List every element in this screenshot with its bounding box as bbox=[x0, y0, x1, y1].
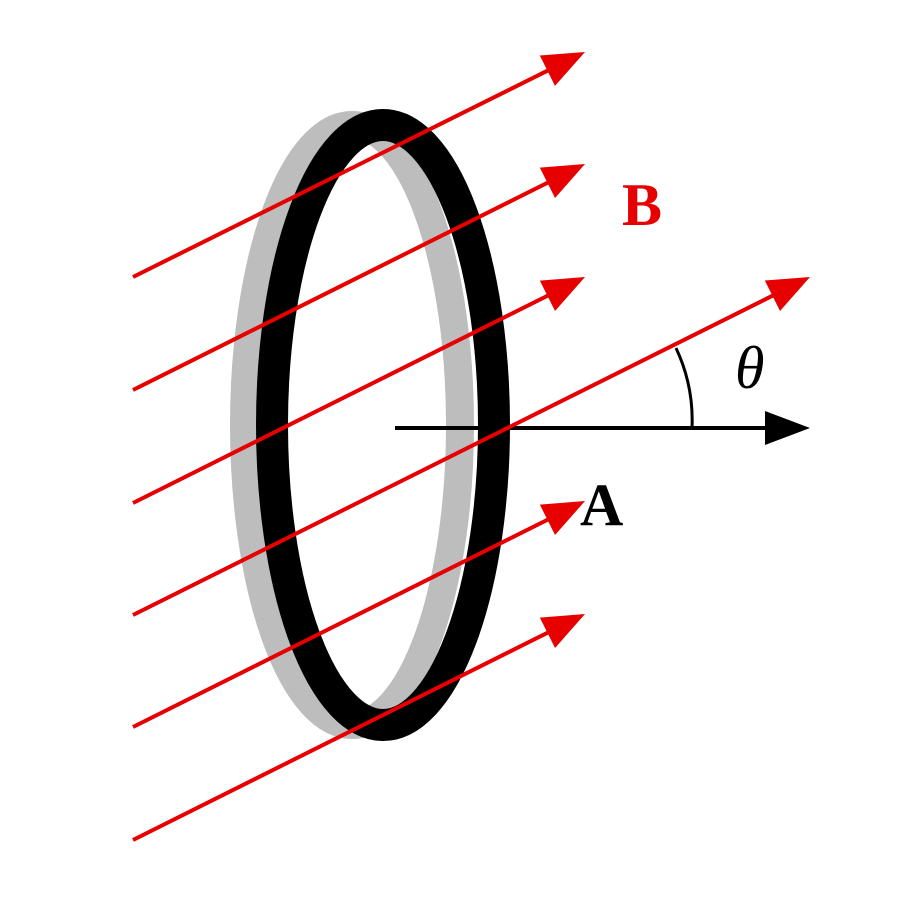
field-line-shaft bbox=[132, 516, 552, 729]
field-lines-front bbox=[132, 52, 810, 842]
angle-label: θ bbox=[735, 335, 764, 401]
field-line-shaft bbox=[132, 629, 552, 842]
field-label: B bbox=[622, 172, 662, 238]
field-line bbox=[132, 501, 585, 729]
field-line-arrowhead bbox=[764, 277, 810, 311]
field-line-arrowhead bbox=[539, 501, 585, 535]
field-line-arrowhead bbox=[539, 52, 585, 86]
field-line-shaft bbox=[132, 67, 552, 279]
field-line bbox=[132, 52, 585, 279]
current-loop bbox=[256, 109, 510, 741]
field-line bbox=[132, 164, 585, 392]
field-line bbox=[132, 277, 585, 505]
field-line-arrowhead bbox=[539, 614, 585, 648]
field-line bbox=[132, 614, 585, 842]
field-line-arrowhead bbox=[539, 277, 585, 311]
field-line-arrowhead bbox=[539, 164, 585, 198]
field-line bbox=[132, 277, 810, 617]
area-vector bbox=[395, 411, 810, 445]
angle-arc bbox=[674, 347, 694, 429]
field-line-shaft bbox=[132, 179, 552, 392]
area-label: A bbox=[580, 472, 623, 538]
field-line-shaft bbox=[132, 292, 777, 617]
area-vector-arrowhead bbox=[765, 411, 810, 445]
field-line-shaft bbox=[132, 292, 552, 505]
